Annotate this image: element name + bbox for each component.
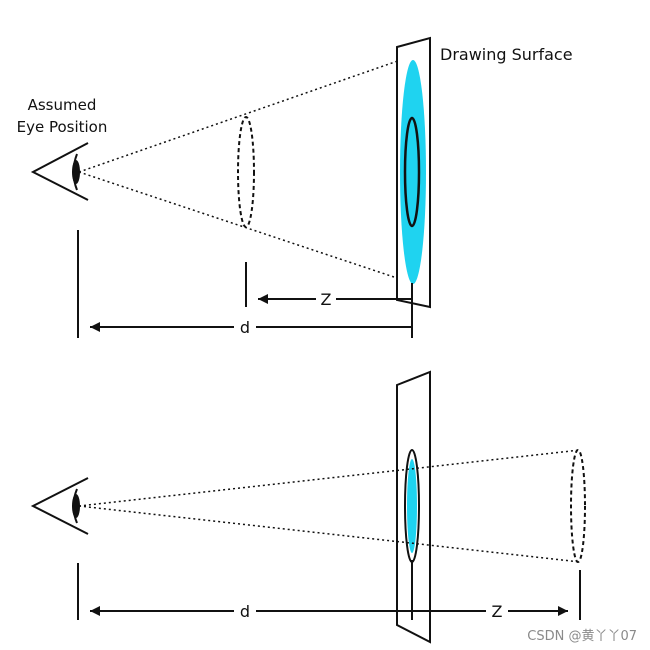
d-label-top: d xyxy=(240,318,250,337)
eye-icon xyxy=(30,477,89,535)
drawing-surface-label: Drawing Surface xyxy=(440,45,573,64)
projection-fill-bottom xyxy=(407,459,417,553)
eye-position-label-line1: Assumed xyxy=(28,96,97,114)
d-label-bottom: d xyxy=(240,602,250,621)
eye-position-label-line2: Eye Position xyxy=(17,118,108,136)
watermark: CSDN @黄丫丫07 xyxy=(527,629,637,644)
eye-icon xyxy=(30,142,89,201)
projection-fill-top xyxy=(400,60,426,284)
bottom-diagram: d Z xyxy=(30,370,586,644)
sight-rays-top xyxy=(78,55,413,284)
top-diagram: Drawing Surface Assumed Eye Position xyxy=(17,36,573,338)
object-ellipse-top xyxy=(237,116,255,228)
object-ellipse-bottom xyxy=(570,449,586,563)
projection-outline-top xyxy=(403,116,421,228)
z-label-top: Z xyxy=(321,290,332,309)
sight-rays-bottom xyxy=(78,449,581,563)
z-label-bottom: Z xyxy=(492,602,503,621)
